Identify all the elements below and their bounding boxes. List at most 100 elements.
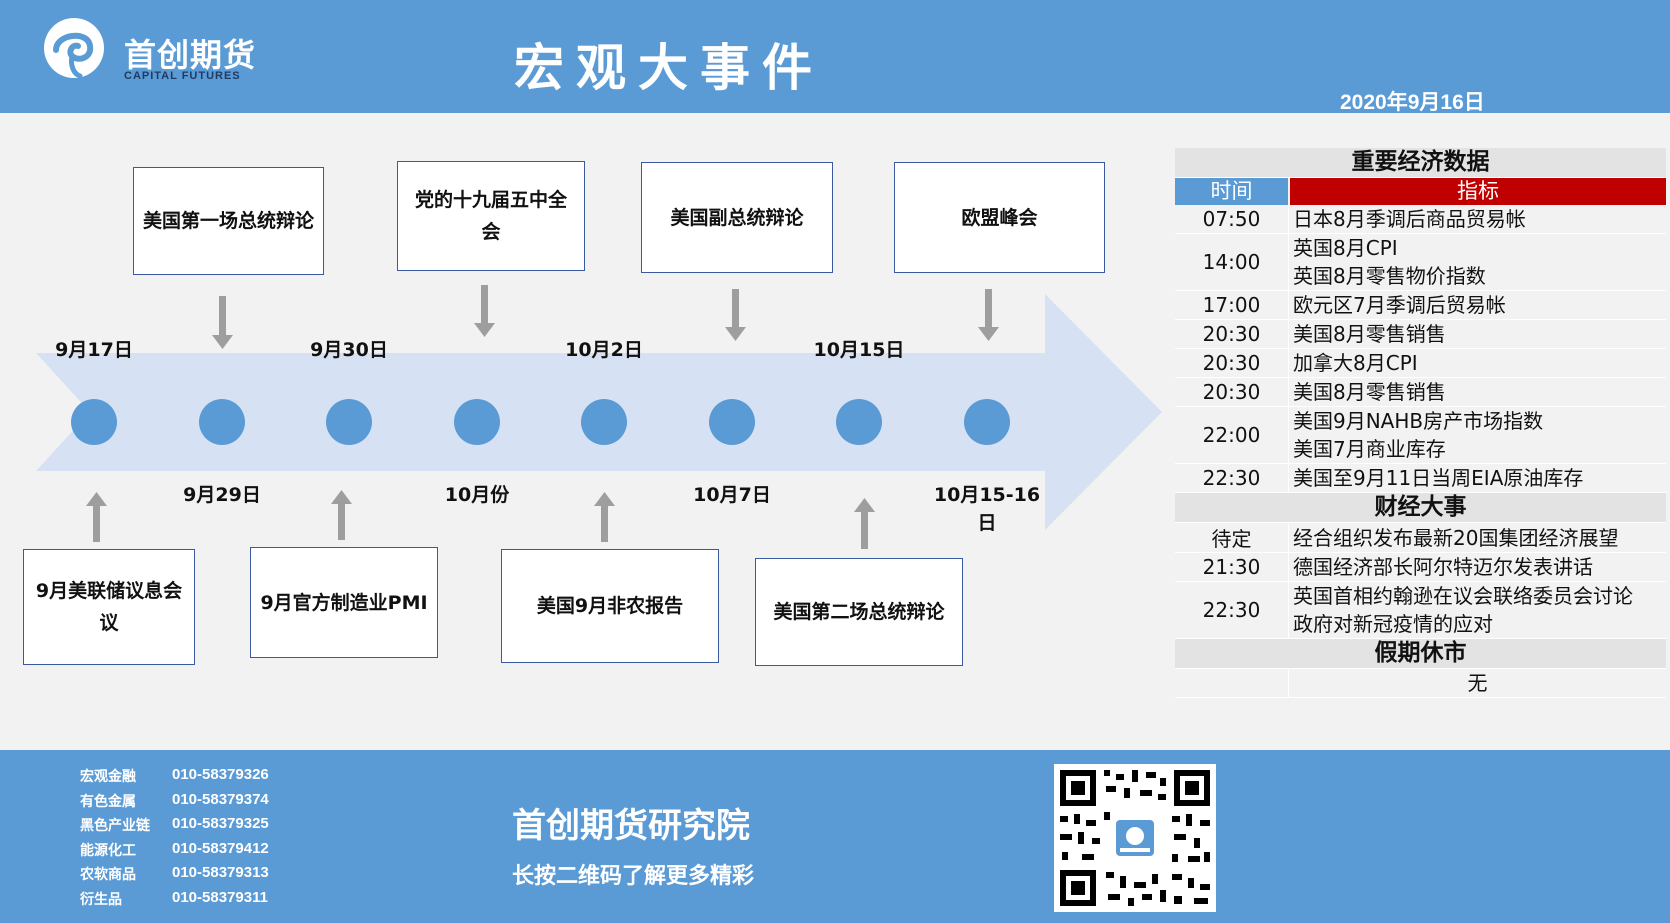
indicator-text: 德国经济部长阿尔特迈尔发表讲话 xyxy=(1293,555,1593,579)
indicator-text: 政府对新冠疫情的应对 xyxy=(1293,612,1493,636)
contact-department: 衍生品 xyxy=(80,891,122,908)
indicator-cell: 德国经济部长阿尔特迈尔发表讲话 xyxy=(1288,553,1666,581)
down-arrow-icon xyxy=(212,296,233,349)
indicator-text: 英国首相约翰逊在议会联络委员会讨论 xyxy=(1293,584,1633,608)
contact-phone[interactable]: 010-58379374 xyxy=(172,790,269,808)
indicator-text: 经合组织发布最新20国集团经济展望 xyxy=(1293,525,1619,550)
indicator-text: 英国8月CPI xyxy=(1293,236,1398,260)
event-box-bottom: 美国第二场总统辩论 xyxy=(755,558,963,666)
table-row: 07:50 日本8月季调后商品贸易帐 xyxy=(1175,205,1666,234)
up-arrow-icon xyxy=(594,492,615,542)
up-arrow-icon xyxy=(86,492,107,542)
holiday-time-cell xyxy=(1175,669,1288,697)
section-title-finance-events: 财经大事 xyxy=(1175,493,1666,523)
section-title-econ-data: 重要经济数据 xyxy=(1175,148,1666,178)
contact-department: 黑色产业链 xyxy=(80,818,150,834)
date-label-top: 9月30日 xyxy=(310,339,388,361)
timeline-dot xyxy=(836,399,882,445)
contact-department: 有色金属 xyxy=(80,793,136,810)
timeline-dot xyxy=(709,399,755,445)
time-cell: 17:00 xyxy=(1202,293,1261,317)
timeline-dots xyxy=(71,399,1010,445)
timeline-dot xyxy=(454,399,500,445)
indicator-cell: 英国8月CPI 英国8月零售物价指数 xyxy=(1288,234,1666,290)
date-label-top: 10月15日 xyxy=(813,339,905,361)
table-header: 时间 指标 xyxy=(1175,178,1666,205)
indicator-cell: 经合组织发布最新20国集团经济展望 xyxy=(1288,523,1666,552)
date-label-bottom: 10月份 xyxy=(444,484,510,506)
timeline-dot xyxy=(326,399,372,445)
table-row: 20:30 美国8月零售销售 xyxy=(1175,320,1666,349)
timeline-dot xyxy=(71,399,117,445)
table-row: 14:00 英国8月CPI 英国8月零售物价指数 xyxy=(1175,234,1666,291)
holiday-value-cell: 无 xyxy=(1288,669,1666,697)
indicator-cell: 美国8月零售销售 xyxy=(1288,320,1666,348)
indicator-cell: 加拿大8月CPI xyxy=(1288,349,1666,377)
time-cell: 22:00 xyxy=(1202,423,1261,447)
page-title: 宏观大事件 xyxy=(514,39,824,97)
footer-bar: 宏观金融 010-58379326 有色金属 010-58379374 黑色产业链 010… xyxy=(0,750,1670,923)
time-cell: 待定 xyxy=(1211,527,1252,551)
holiday-value: 无 xyxy=(1467,671,1488,695)
indicator-cell: 美国至9月11日当周EIA原油库存 xyxy=(1288,464,1666,492)
time-cell: 14:00 xyxy=(1202,250,1261,274)
timeline-dot xyxy=(199,399,245,445)
event-box-top: 美国副总统辩论 xyxy=(641,162,833,273)
date-label-bottom: 9月29日 xyxy=(183,484,261,506)
timeline-dot xyxy=(581,399,627,445)
contact-phone[interactable]: 010-58379313 xyxy=(172,864,269,881)
event-box-top: 党的十九届五中全会 xyxy=(397,161,585,271)
column-header-indicator: 指标 xyxy=(1290,178,1666,205)
event-box-top: 美国第一场总统辩论 xyxy=(133,167,324,275)
table-row: 22:00 美国9月NAHB房产市场指数美国7月商业库存 xyxy=(1175,407,1666,464)
indicator-text: 美国8月零售销售 xyxy=(1293,322,1446,346)
column-header-time: 时间 xyxy=(1175,178,1288,205)
indicator-text: 英国8月零售物价指数 xyxy=(1293,264,1486,288)
table-row: 22:30 英国首相约翰逊在议会联络委员会讨论政府对新冠疫情的应对 xyxy=(1175,582,1666,639)
holiday-row: 无 xyxy=(1175,669,1666,698)
down-arrow-icon xyxy=(474,285,495,337)
indicator-text: 日本8月季调后商品贸易帐 xyxy=(1293,207,1526,231)
down-arrows xyxy=(212,285,999,349)
time-cell: 20:30 xyxy=(1202,351,1261,375)
institute-name: 首创期货研究院 xyxy=(512,806,750,846)
contact-phone[interactable]: 010-58379412 xyxy=(172,839,269,857)
timeline-dot xyxy=(964,399,1010,445)
time-cell: 20:30 xyxy=(1202,322,1261,346)
qr-slogan: 长按二维码了解更多精彩 xyxy=(512,864,755,889)
date-label-bottom: 10月7日 xyxy=(693,484,771,506)
timeline-graphic xyxy=(36,285,1162,549)
indicator-cell: 日本8月季调后商品贸易帐 xyxy=(1288,205,1666,233)
logo-text-cn: 首创期货 xyxy=(124,36,257,74)
contact-phone[interactable]: 010-58379325 xyxy=(172,815,269,832)
contact-phone[interactable]: 010-58379311 xyxy=(172,888,268,906)
up-arrow-icon xyxy=(331,490,352,540)
event-box-bottom: 9月美联储议息会议 xyxy=(23,549,195,665)
down-arrow-icon xyxy=(978,289,999,341)
date-label-top: 10月2日 xyxy=(565,339,643,361)
logo-text-en: CAPITAL FUTURES xyxy=(124,70,241,82)
event-box-bottom: 9月官方制造业PMI xyxy=(250,547,438,658)
qr-code-icon[interactable] xyxy=(1054,764,1216,912)
event-box-top: 欧盟峰会 xyxy=(894,162,1105,273)
header-bar: 首创期货 CAPITAL FUTURES 宏观大事件 2020年9月16日 xyxy=(0,0,1670,114)
down-arrow-icon xyxy=(725,289,746,341)
indicator-cell: 英国首相约翰逊在议会联络委员会讨论政府对新冠疫情的应对 xyxy=(1288,582,1666,638)
up-arrow-icon xyxy=(854,498,875,549)
time-cell: 22:30 xyxy=(1202,598,1261,622)
contact-phone[interactable]: 010-58379326 xyxy=(172,766,269,783)
indicator-cell: 美国9月NAHB房产市场指数美国7月商业库存 xyxy=(1288,407,1666,463)
contact-department: 宏观金融 xyxy=(80,769,136,785)
indicator-text: 美国8月零售销售 xyxy=(1293,380,1446,404)
indicator-text: 美国7月商业库存 xyxy=(1293,437,1446,461)
indicator-text: 美国至9月11日当周EIA原油库存 xyxy=(1293,466,1584,490)
time-cell: 07:50 xyxy=(1202,207,1261,231)
time-cell: 21:30 xyxy=(1202,555,1261,579)
economic-calendar-panel: 重要经济数据 时间 指标 07:50 日本8月季调后商品贸易帐 14:00 英国8月C… xyxy=(1175,148,1666,698)
capital-futures-logo-icon xyxy=(44,18,104,79)
contact-department: 农软商品 xyxy=(80,867,136,883)
